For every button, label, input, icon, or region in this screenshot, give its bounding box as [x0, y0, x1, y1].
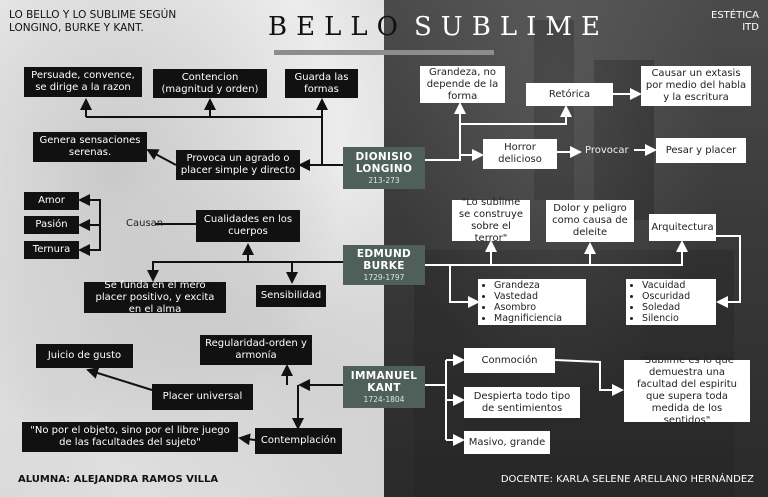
sublime-burke-list1-items: Grandeza Vastedad Asombro Magnificiencia	[482, 280, 562, 324]
author-node-longino: DIONISIO LONGINO 213-273	[343, 147, 425, 189]
bello-contemplacion-box: Contemplación	[255, 428, 342, 454]
teacher-credit: DOCENTE: KARLA SELENE ARELLANO HERNÁNDEZ	[501, 474, 754, 485]
subject-label: ESTÉTICA ITD	[711, 10, 759, 34]
sublime-dolor-box: Dolor y peligro como causa de deleite	[546, 200, 634, 242]
bello-contencion-box: Contencion (magnitud y orden)	[153, 69, 267, 98]
student-credit: ALUMNA: ALEJANDRA RAMOS VILLA	[18, 474, 218, 485]
document-title: LO BELLO Y LO SUBLIME SEGÚN LONGINO, BUR…	[9, 9, 176, 35]
bello-se-funda-box: Se funda en el mero placer positivo, y e…	[84, 282, 226, 313]
burke-name: EDMUND BURKE	[349, 248, 419, 272]
sublime-horror-box: Horror delicioso	[483, 139, 557, 169]
sublime-lo-sublime-box: "Lo sublime se construye sobre el terror…	[452, 200, 530, 241]
bello-genera-box: Genera sensaciones serenas.	[33, 132, 147, 162]
sublime-despierta-box: Despierta todo tipo de sentimientos	[464, 387, 580, 418]
bello-guarda-box: Guarda las formas	[285, 69, 358, 98]
bello-causan-label: Causan	[126, 218, 163, 229]
subject-line2: ITD	[711, 22, 759, 34]
bello-heading: BELLO	[268, 12, 407, 42]
bello-regularidad-box: Regularidad-orden y armonía	[200, 335, 312, 365]
sublime-conmocion-box: Conmoción	[464, 348, 555, 373]
bello-no-por-box: "No por el objeto, sino por el libre jue…	[22, 422, 238, 452]
longino-name-line1: DIONISIO	[355, 151, 412, 163]
sublime-heading: SUBLIME	[414, 12, 609, 42]
burke-years: 1729-1797	[364, 273, 405, 282]
kant-name-line2: KANT	[367, 382, 400, 394]
sublime-provocar-label: Provocar	[585, 145, 629, 156]
sublime-causar-box: Causar un extasis por medio del habla y …	[641, 66, 751, 106]
bello-cualidades-box: Cualidades en los cuerpos	[196, 210, 300, 242]
sublime-masivo-box: Masivo, grande	[464, 431, 550, 454]
bello-amor-box: Amor	[24, 192, 79, 210]
subject-line1: ESTÉTICA	[711, 10, 759, 22]
sublime-kant-quote-box: "Sublime es lo que demuestra una faculta…	[624, 360, 750, 422]
document-title-line2: LONGINO, BURKE Y KANT.	[9, 22, 176, 35]
sublime-arquitectura-box: Arquitectura	[649, 214, 716, 241]
heading-divider	[274, 50, 494, 55]
sublime-pesar-box: Pesar y placer	[656, 138, 746, 163]
list-item: Vastedad	[494, 291, 562, 302]
bello-ternura-box: Ternura	[24, 241, 79, 259]
kant-years: 1724-1804	[364, 395, 405, 404]
bello-provoca-box: Provoca un agrado o placer simple y dire…	[176, 150, 300, 180]
bello-juicio-box: Juicio de gusto	[36, 344, 133, 368]
list-item: Oscuridad	[642, 291, 690, 302]
bello-placer-universal-box: Placer universal	[152, 384, 253, 410]
list-item: Asombro	[494, 302, 562, 313]
list-item: Vacuidad	[642, 280, 690, 291]
list-item: Magnificiencia	[494, 313, 562, 324]
bello-pasion-box: Pasión	[24, 216, 79, 234]
bello-sensibilidad-box: Sensibilidad	[256, 285, 326, 307]
longino-name-line2: LONGINO	[356, 163, 412, 175]
list-item: Soledad	[642, 302, 690, 313]
longino-years: 213-273	[368, 176, 399, 185]
sublime-retorica-box: Retórica	[526, 83, 613, 106]
document-title-line1: LO BELLO Y LO SUBLIME SEGÚN	[9, 9, 176, 22]
bello-persuade-box: Persuade, convence, se dirige a la razon	[24, 67, 142, 97]
kant-name-line1: IMMANUEL	[351, 370, 418, 382]
list-item: Silencio	[642, 313, 690, 324]
sublime-burke-list2-items: Vacuidad Oscuridad Soledad Silencio	[630, 280, 690, 324]
sublime-grandeza-box: Grandeza, no depende de la forma	[420, 66, 505, 103]
sublime-burke-list2: Vacuidad Oscuridad Soledad Silencio	[626, 279, 716, 325]
author-node-burke: EDMUND BURKE 1729-1797	[343, 245, 425, 285]
sublime-burke-list1: Grandeza Vastedad Asombro Magnificiencia	[478, 279, 586, 325]
author-node-kant: IMMANUEL KANT 1724-1804	[343, 366, 425, 408]
list-item: Grandeza	[494, 280, 562, 291]
